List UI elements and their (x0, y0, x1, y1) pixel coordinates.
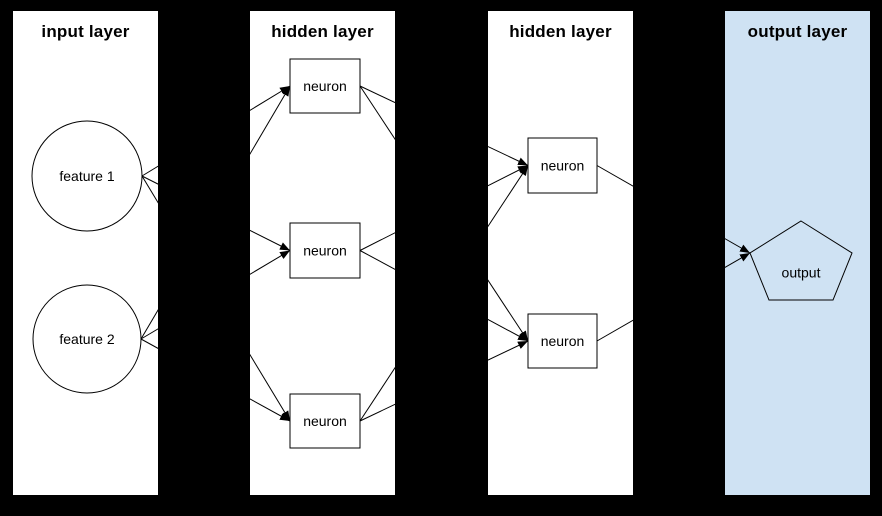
edge-h2n1-out1 (596, 165, 751, 254)
layer-panel-input: input layer (13, 11, 158, 495)
node-h1n2 (289, 222, 361, 279)
node-label-h1n3: neuron (303, 413, 347, 429)
node-label-h2n1: neuron (541, 158, 585, 174)
node-h2n2 (527, 313, 598, 369)
node-label-feature2: feature 2 (59, 331, 114, 347)
node-label-feature1: feature 1 (59, 168, 114, 184)
node-label-out1: output (782, 265, 821, 281)
layer-panel-hidden-2: hidden layer (488, 11, 633, 495)
layer-title-input: input layer (41, 22, 130, 41)
edge-h1n2-h2n2 (359, 250, 529, 342)
edge-h1n3-h2n2 (359, 340, 529, 422)
layer-title-hidden-2: hidden layer (509, 22, 612, 41)
layer-title-output: output layer (747, 22, 848, 41)
layer-title-hidden-1: hidden layer (271, 22, 374, 41)
edge-feature1-h1n2 (141, 175, 291, 251)
node-label-h2n2: neuron (541, 333, 585, 349)
node-label-h1n1: neuron (303, 78, 347, 94)
edge-feature1-h1n1 (141, 85, 291, 177)
edge-h1n3-h2n1 (359, 165, 529, 422)
node-out1 (749, 220, 853, 301)
edge-feature2-h1n2 (140, 250, 291, 340)
edge-h2n2-out1 (596, 252, 751, 342)
edge-h1n1-h2n2 (359, 85, 529, 342)
edges-group (140, 85, 751, 422)
nodes-group: feature 1 feature 2 neuron neuron neuron neur… (31, 58, 853, 449)
edge-feature1-h1n3 (141, 175, 291, 422)
edge-h1n2-h2n1 (359, 165, 529, 251)
edge-feature2-h1n1 (140, 85, 291, 340)
node-label-h1n2: neuron (303, 243, 347, 259)
edge-feature2-h1n3 (140, 338, 291, 422)
node-h1n1 (289, 58, 361, 114)
edge-h1n1-h2n1 (359, 85, 529, 166)
